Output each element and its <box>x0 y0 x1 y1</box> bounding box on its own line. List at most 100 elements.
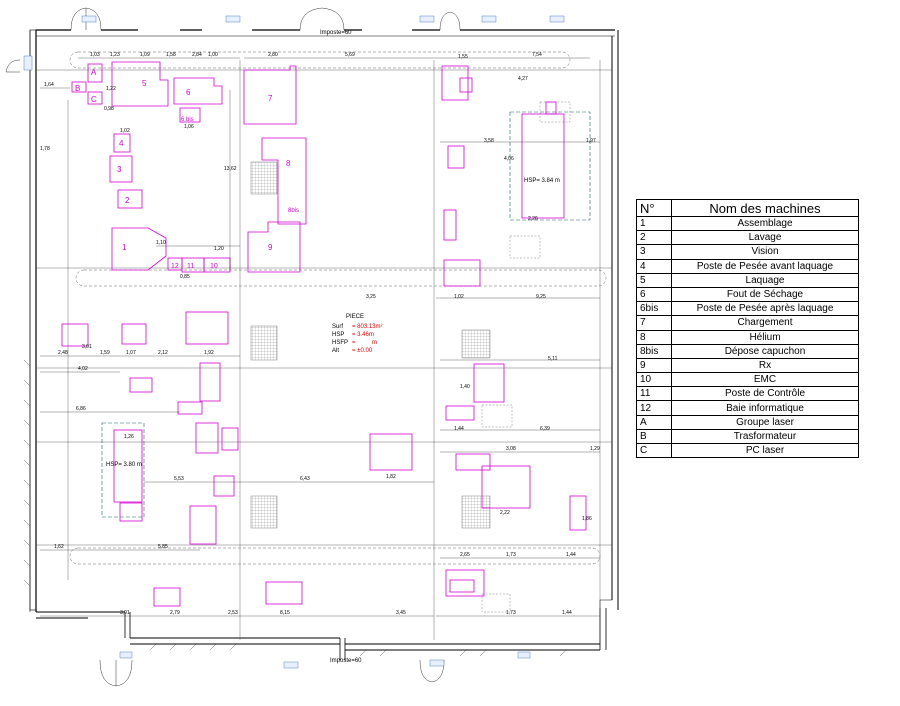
floor-grilles <box>250 101 571 613</box>
label-9: 9 <box>268 243 273 252</box>
floor-plan: A B C 5 6 6 bis 7 8 8bis 9 1 2 3 4 12 11… <box>5 7 619 687</box>
dimension-lines <box>40 57 600 617</box>
svg-text:2,53: 2,53 <box>228 610 238 616</box>
legend-name: Laquage <box>671 272 859 288</box>
svg-text:5,53: 5,53 <box>174 476 184 482</box>
svg-text:1,29: 1,29 <box>590 446 600 452</box>
wall-tags <box>23 15 565 669</box>
legend-num: 5 <box>636 272 672 288</box>
svg-text:3,58: 3,58 <box>484 138 494 144</box>
label-7: 7 <box>268 94 273 103</box>
svg-text:1,22: 1,22 <box>106 86 116 92</box>
svg-text:2,80: 2,80 <box>268 52 278 58</box>
legend-num: 11 <box>636 386 672 402</box>
svg-text:1,86: 1,86 <box>582 516 592 522</box>
svg-text:2,48: 2,48 <box>58 350 68 356</box>
legend-name: Fout de Séchage <box>671 286 859 303</box>
svg-text:1,07: 1,07 <box>126 350 136 356</box>
svg-text:1,09: 1,09 <box>140 52 150 58</box>
svg-text:m: m <box>372 340 377 346</box>
svg-text:1,59: 1,59 <box>100 350 110 356</box>
label-2: 2 <box>125 196 130 205</box>
svg-text:3,01: 3,01 <box>120 610 130 616</box>
label-A: A <box>91 68 97 77</box>
legend-header-row: N° Nom des machines <box>636 199 859 217</box>
svg-text:1,23: 1,23 <box>110 52 120 58</box>
svg-text:HSFP: HSFP <box>332 340 348 346</box>
svg-text:9,25: 9,25 <box>536 294 546 300</box>
svg-text:HSP: HSP <box>332 332 344 338</box>
svg-text:1,64: 1,64 <box>44 82 54 88</box>
legend-num: 6bis <box>636 301 672 317</box>
room-info: PIECE Surf = 803.13m² HSP = 3.46m HSFP =… <box>332 314 383 354</box>
label-12: 12 <box>171 263 179 270</box>
label-8: 8 <box>286 159 291 168</box>
svg-text:1,92: 1,92 <box>204 350 214 356</box>
legend-num: B <box>636 428 672 445</box>
svg-text:5,85: 5,85 <box>158 544 168 550</box>
svg-text:0,98: 0,98 <box>104 106 114 112</box>
legend-num: 10 <box>636 372 672 388</box>
svg-text:1,55: 1,55 <box>458 54 468 60</box>
svg-text:1,26: 1,26 <box>124 434 134 440</box>
legend-num: 4 <box>636 258 672 274</box>
legend-name: Groupe laser <box>671 414 859 430</box>
legend-name: Dépose capuchon <box>671 343 859 359</box>
legend-num: 8 <box>636 329 672 345</box>
svg-text:2,12: 2,12 <box>158 350 168 356</box>
svg-text:6,39: 6,39 <box>540 426 550 432</box>
label-B: B <box>75 84 80 93</box>
label-5: 5 <box>142 79 147 88</box>
legend-name: Rx <box>671 357 859 374</box>
legend-num: 2 <box>636 230 672 246</box>
svg-text:1,02: 1,02 <box>120 128 130 134</box>
svg-text:2,26: 2,26 <box>528 216 538 222</box>
machines <box>61 61 587 607</box>
svg-text:3,25: 3,25 <box>366 294 376 300</box>
label-6: 6 <box>186 88 191 97</box>
svg-text:1,78: 1,78 <box>40 146 50 152</box>
legend-name: Poste de Contrôle <box>671 386 859 402</box>
legend-num: 1 <box>636 215 672 232</box>
svg-text:2,79: 2,79 <box>170 610 180 616</box>
svg-text:2,84: 2,84 <box>192 52 202 58</box>
legend-num: 3 <box>636 244 672 260</box>
svg-text:6,43: 6,43 <box>300 476 310 482</box>
svg-text:= ±0.00: = ±0.00 <box>352 348 373 354</box>
svg-text:1,73: 1,73 <box>506 552 516 558</box>
ceiling-rails <box>69 51 607 565</box>
svg-text:7,54: 7,54 <box>532 52 542 58</box>
svg-text:3,08: 3,08 <box>506 446 516 452</box>
legend-name: PC laser <box>671 442 859 459</box>
legend-name: Hélium <box>671 329 859 345</box>
legend-num: 9 <box>636 357 672 374</box>
legend-num: 8bis <box>636 343 672 359</box>
svg-text:1,40: 1,40 <box>460 384 470 390</box>
svg-text:2,22: 2,22 <box>500 510 510 516</box>
label-11: 11 <box>187 263 194 270</box>
grid-lines <box>36 60 612 640</box>
svg-text:6,86: 6,86 <box>76 406 86 412</box>
svg-text:13,62: 13,62 <box>224 166 237 172</box>
svg-text:= 3.46m: = 3.46m <box>352 332 374 338</box>
svg-text:1,02: 1,02 <box>454 294 464 300</box>
svg-text:1,58: 1,58 <box>166 52 176 58</box>
svg-text:1,06: 1,06 <box>184 124 194 130</box>
svg-text:=: = <box>352 340 356 346</box>
imposte-bottom-label: Imposte=60 <box>330 658 362 664</box>
hsp-right-label: HSP= 3.84 m <box>524 178 560 184</box>
label-3: 3 <box>117 165 122 174</box>
svg-text:= 803.13m²: = 803.13m² <box>352 324 383 330</box>
legend-name: Assemblage <box>671 215 859 232</box>
svg-text:1,44: 1,44 <box>454 426 464 432</box>
